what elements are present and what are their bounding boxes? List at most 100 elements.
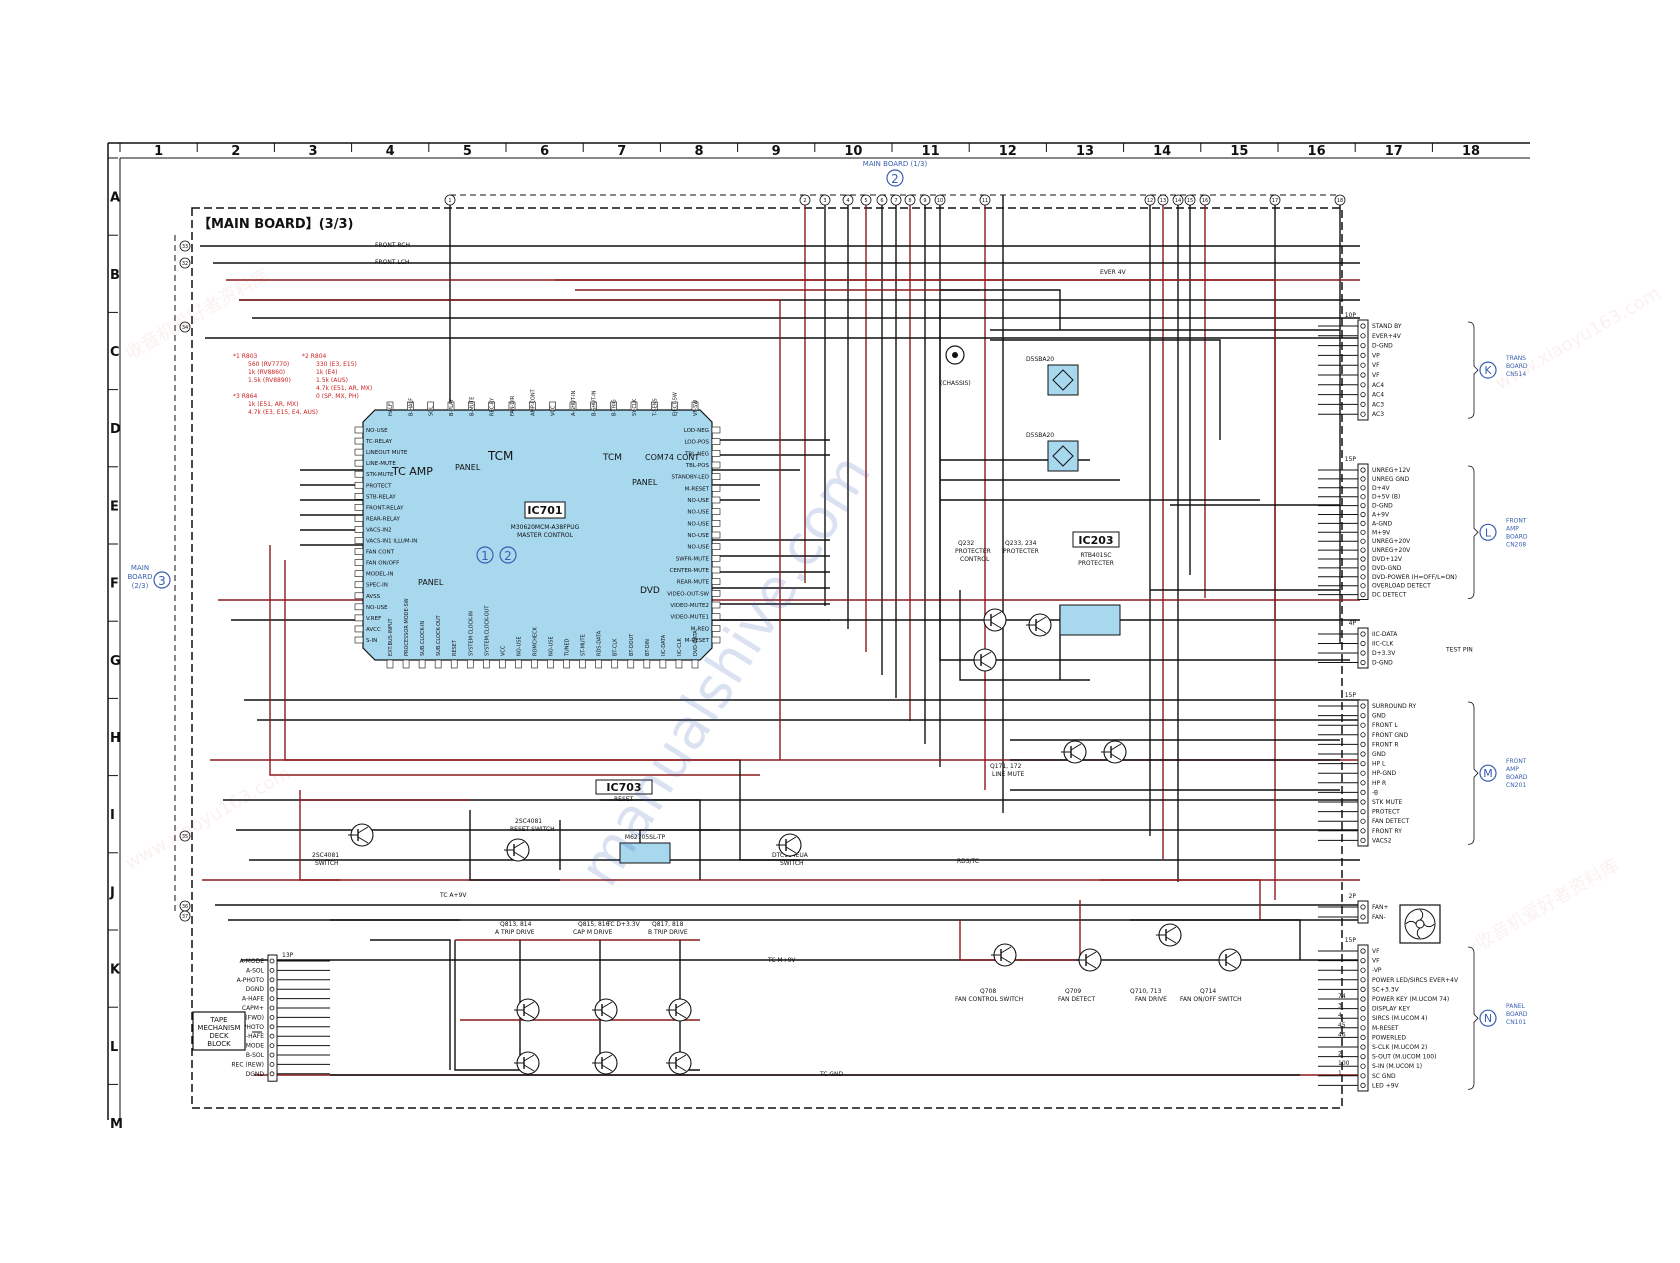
bus-ref-number: 13: [1160, 198, 1166, 204]
svg-text:0 (SP, MX, PH): 0 (SP, MX, PH): [316, 393, 359, 400]
svg-text:2SC4081: 2SC4081: [515, 818, 542, 825]
ic701-func: MASTER CONTROL: [517, 532, 574, 539]
connector-ref-letter: M: [1483, 767, 1493, 780]
connector-pin-label: UNREG+20V: [1372, 547, 1411, 554]
svg-text:RTB401SC: RTB401SC: [1081, 552, 1112, 559]
ic701-pin-label: SYSTEM.CLOCK-OUT: [484, 605, 490, 656]
connector-pin-label: B-SOL: [246, 1052, 265, 1059]
row-label: G: [110, 654, 121, 669]
bus-ref-number: 34: [182, 325, 188, 331]
svg-text:1k (RV8860): 1k (RV8860): [248, 369, 285, 376]
connector-board-name: BOARD: [1506, 533, 1528, 540]
svg-text:(2/3): (2/3): [132, 582, 149, 590]
connector-pin-label: VF: [1372, 362, 1380, 369]
connector-pin-label: B-MODE: [239, 1043, 264, 1050]
row-label: H: [110, 731, 121, 746]
ic701-pin-label: MODEL-IN: [366, 572, 393, 578]
ic701-pin-label: NO-USE: [516, 636, 522, 656]
connector-pin-label: FRONT L: [1372, 722, 1398, 729]
ic701-pin-label: AVSS: [366, 594, 381, 600]
svg-text:*3 R864: *3 R864: [233, 393, 258, 400]
column-label: 9: [772, 144, 781, 159]
svg-text:Q815, 816: Q815, 816: [578, 921, 610, 928]
bus-ref-number: 16: [1202, 198, 1208, 204]
ic701-pin-label: RESET: [452, 639, 458, 656]
svg-text:收音机爱好者资料库: 收音机爱好者资料库: [122, 265, 273, 364]
svg-text:1k (E4): 1k (E4): [316, 369, 338, 376]
connector-pin-label: S-IN (M.UCOM 1): [1372, 1063, 1422, 1070]
ic701-pin-label: DVD-DATA: [693, 630, 699, 656]
row-label: B: [110, 268, 120, 283]
svg-text:BOARD: BOARD: [127, 573, 152, 581]
row-label: J: [109, 885, 115, 900]
connector-wire-num: 2: [1338, 1051, 1342, 1058]
row-label: D: [110, 422, 121, 437]
ic701-block-tcm1: TCM: [487, 449, 513, 463]
connector-pin-label: HP-GND: [1372, 770, 1397, 777]
ic701-pin-label: NO-USE: [366, 605, 388, 611]
svg-text:PROTECTER: PROTECTER: [1078, 560, 1114, 567]
connector-pin-label: POWER LED/SIRCS EVER+4V: [1372, 977, 1459, 984]
ic701-pin-label: NO-USE: [687, 498, 709, 504]
bus-ref-number: 11: [982, 198, 988, 204]
ic701-pin-label: SUB.CLOCK-OUT: [436, 614, 442, 656]
column-label: 3: [308, 144, 317, 159]
board-title: 【MAIN BOARD】(3/3): [198, 216, 353, 232]
connector-pin-label: DVD+12V: [1372, 556, 1403, 563]
connector-pin-label: DGND: [246, 1071, 265, 1078]
connector-wire-num: 45: [1338, 1022, 1346, 1029]
connector-pin-label: D+4V: [1372, 485, 1390, 492]
svg-text:IC703: IC703: [606, 781, 641, 794]
ic701-pin-label: SOL: [429, 406, 435, 416]
svg-text:RESET: RESET: [614, 796, 634, 803]
connector-pin-label: CAPM+: [242, 1005, 264, 1012]
ic701-pin-label: ST-MUTE: [581, 634, 587, 656]
svg-text:D5SBA20: D5SBA20: [1026, 356, 1054, 363]
svg-text:Q171, 172: Q171, 172: [990, 763, 1022, 770]
ic701-pin-label: B-HALF: [408, 398, 414, 416]
connector-label: TEST PIN: [1445, 646, 1473, 653]
connector-wire-num: 1: [1338, 1070, 1342, 1077]
svg-text:MECHANISM: MECHANISM: [197, 1024, 240, 1032]
svg-text:RESET SWITCH: RESET SWITCH: [510, 826, 555, 833]
connector-pin-label: D-GND: [1372, 343, 1393, 350]
tape-mechanism-block: TAPE MECHANISM DECK BLOCK: [192, 1011, 246, 1051]
connector-cn: CN201: [1506, 782, 1526, 789]
connector-pin-label: POWERLED: [1372, 1034, 1406, 1041]
svg-text:FAN DRIVE: FAN DRIVE: [1135, 996, 1167, 1003]
connector-pin-label: GND: [1372, 713, 1386, 720]
row-label: A: [110, 191, 120, 206]
ic701-pin-label: STANDBY-LED: [672, 475, 709, 481]
connector-board-name: BOARD: [1506, 1011, 1528, 1018]
bus-ref-number: 5: [864, 198, 867, 204]
connector-pin-label: M+9V: [1372, 529, 1391, 536]
ic701-pin-label: V.REF: [366, 616, 381, 622]
ic701-block-tcm2: TCM: [602, 453, 622, 463]
connector-pin-label: UNREG+12V: [1372, 467, 1411, 474]
watermark-faint: 收音机爱好者资料库 www.xiaoyu163.com 收音机爱好者资料库 ww…: [122, 265, 1664, 954]
ic203: IC203 RTB401SC PROTECTER: [1059, 531, 1121, 636]
connector-pin-label: FAN-: [1372, 914, 1386, 921]
connector-pin-label: DVD-GND: [1372, 565, 1402, 572]
ic701-pin-label: B-SHUT-IN: [591, 390, 597, 416]
connector-cn: CN514: [1506, 371, 1526, 378]
connector-board-name: FRONT: [1506, 517, 1527, 524]
connector-pin-count: 2P: [1349, 893, 1357, 900]
column-label: 17: [1385, 144, 1403, 159]
bus-ref-number: 7: [894, 198, 897, 204]
column-label: 13: [1076, 144, 1094, 159]
connector-pin-label: POWER KEY (M.UCOM 74): [1372, 996, 1449, 1003]
svg-text:2: 2: [891, 172, 899, 186]
ic701-pin-label: HALF: [388, 403, 394, 416]
ic701-pin-label: B-MUTE: [469, 397, 475, 416]
ic701-pin-label: BT-DIN: [645, 639, 651, 656]
bus-ref-number: 10: [937, 198, 943, 204]
ic701-pin-label: NO-USE: [687, 510, 709, 516]
connector-pin-label: SC GND: [1372, 1073, 1396, 1080]
